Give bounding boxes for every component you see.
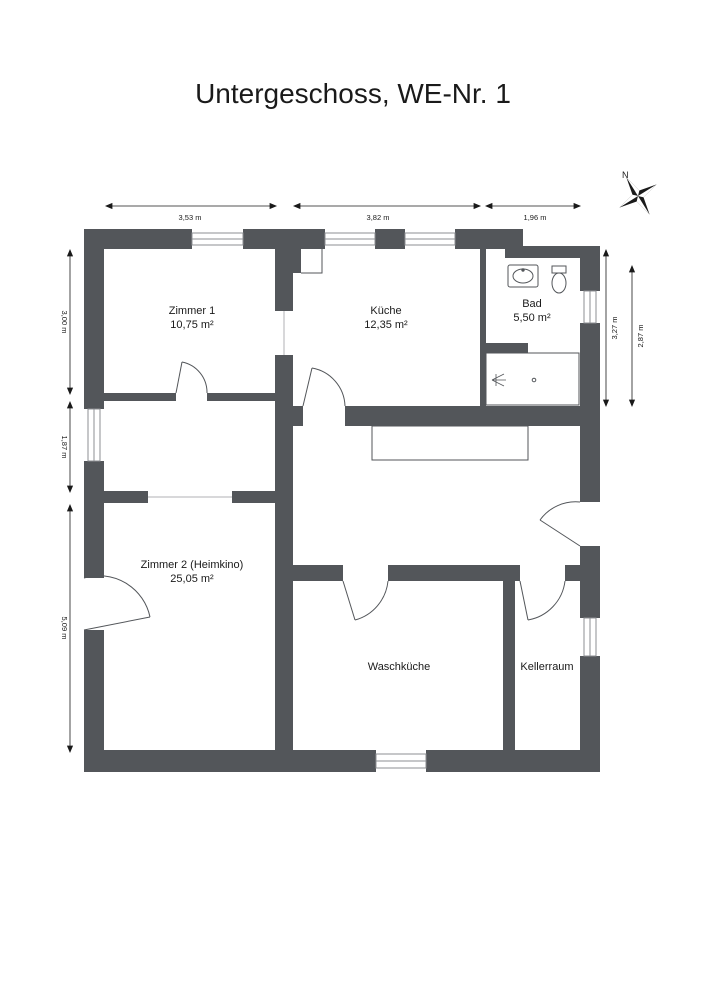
room-area-zimmer-1: 10,75 m² (170, 319, 214, 331)
dimension-left-1: 3,00 m (60, 311, 69, 334)
doors (83, 249, 581, 631)
toilet-icon (551, 265, 567, 274)
shower-icon (485, 352, 580, 406)
floor-plan-title: Untergeschoss, WE-Nr. 1 (195, 78, 511, 109)
room-name-zimmer-1: Zimmer 1 (169, 305, 215, 317)
walls (84, 229, 600, 772)
dimension-right-1: 3,27 m (610, 317, 619, 340)
fixtures (371, 264, 580, 461)
room-name-kueche: Küche (370, 305, 401, 317)
room-name-waschkueche: Waschküche (368, 661, 431, 673)
dimension-right-2: 2,87 m (636, 325, 645, 348)
compass-rose (619, 177, 657, 215)
room-name-kellerraum: Kellerraum (520, 661, 573, 673)
room-area-kueche: 12,35 m² (364, 319, 408, 331)
dimension-top-1: 3,53 m (179, 213, 202, 222)
room-name-zimmer-2: Zimmer 2 (Heimkino) (141, 559, 244, 571)
compass-north-label: N (622, 170, 629, 180)
dimension-top-3: 1,96 m (524, 213, 547, 222)
sink-icon (507, 264, 539, 288)
room-area-zimmer-2: 25,05 m² (170, 573, 214, 585)
room-area-bad: 5,50 m² (513, 312, 551, 324)
windows (87, 232, 597, 769)
dimension-top-2: 3,82 m (367, 213, 390, 222)
dimension-left-2: 1,87 m (60, 436, 69, 459)
dimension-lines (66, 202, 636, 754)
room-name-bad: Bad (522, 298, 542, 310)
dimension-left-3: 5,09 m (60, 617, 69, 640)
